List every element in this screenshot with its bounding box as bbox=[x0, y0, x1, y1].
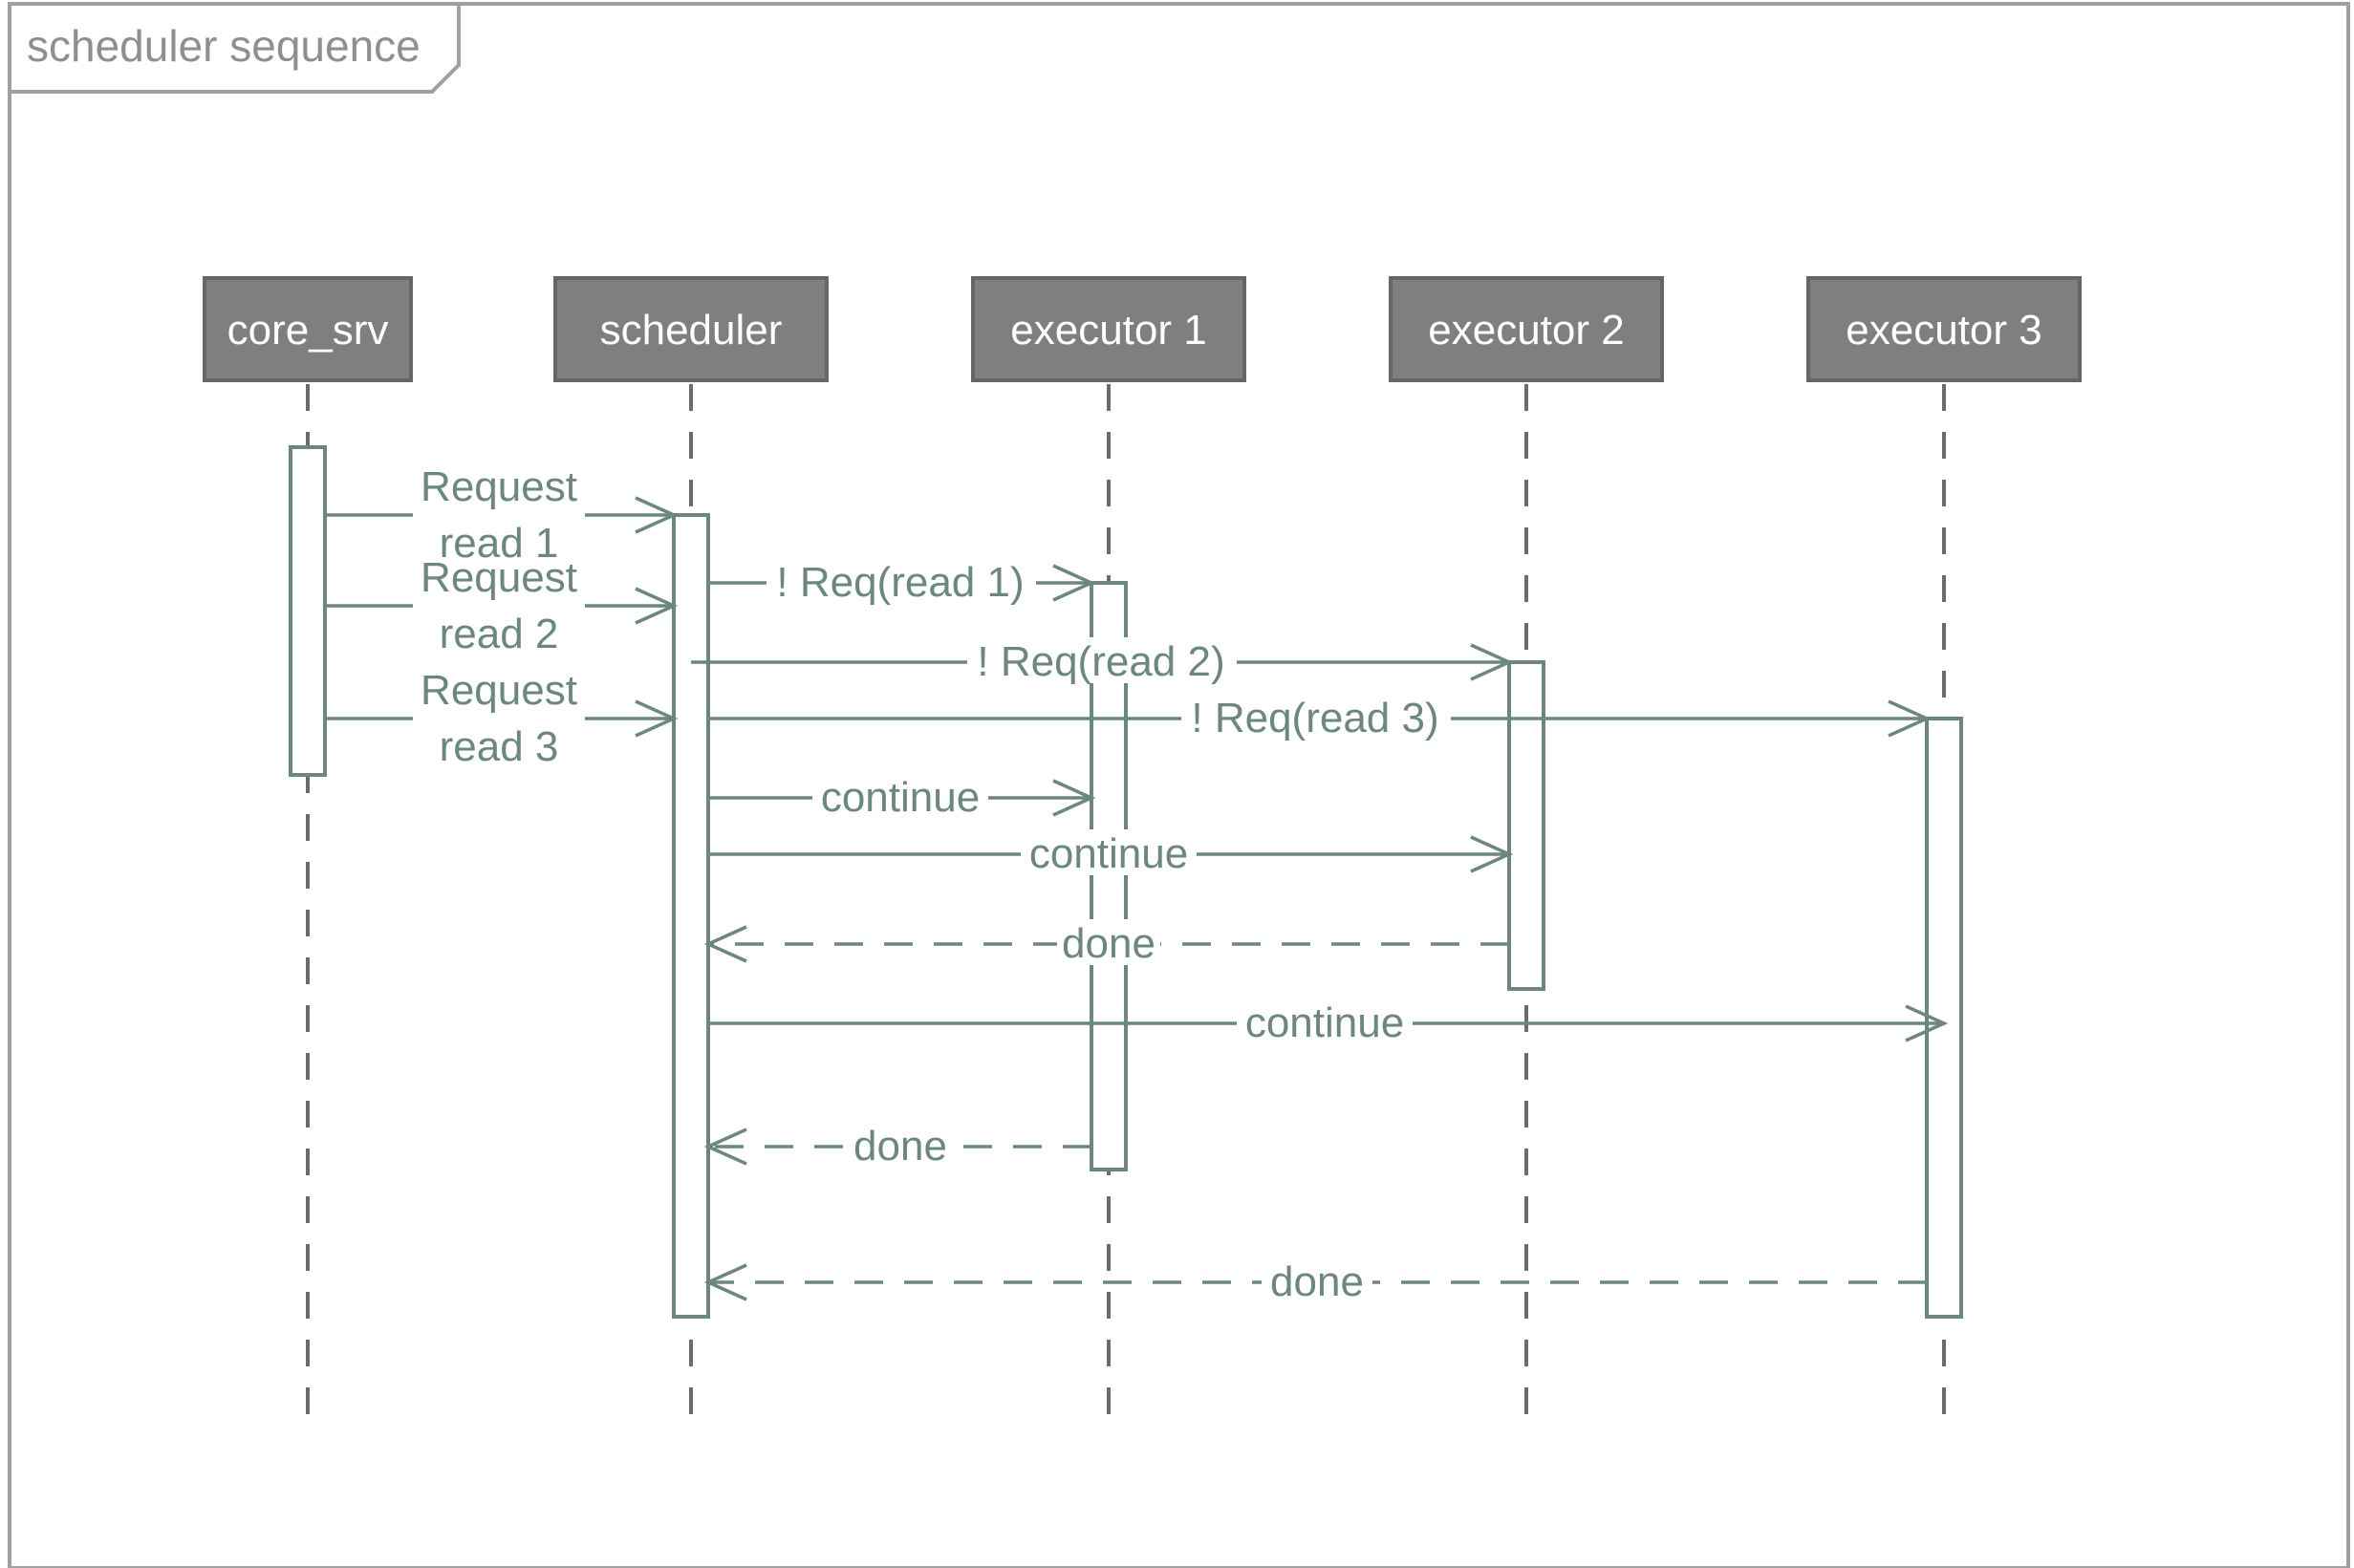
frame-title-tab bbox=[8, 2, 461, 94]
message-label: continue bbox=[1029, 830, 1188, 877]
message-label-line-2: read 2 bbox=[440, 611, 559, 657]
arrowhead-icon bbox=[1470, 835, 1514, 873]
diagram-frame bbox=[8, 2, 2350, 1568]
label-backing bbox=[413, 569, 585, 657]
arrowhead-icon bbox=[1052, 779, 1096, 817]
participant-executor-1: executor 1 bbox=[971, 276, 1246, 382]
participant-label: executor 3 bbox=[1846, 307, 2041, 354]
message-label: continue bbox=[1245, 999, 1404, 1046]
message-label: continue bbox=[821, 774, 980, 821]
activation-executor-2 bbox=[1507, 660, 1545, 991]
participant-label: executor 2 bbox=[1428, 307, 1624, 354]
message-label-line-2: read 3 bbox=[440, 723, 559, 770]
arrowhead-icon bbox=[635, 587, 679, 625]
message-label-line-1: Request bbox=[421, 554, 577, 601]
message-request-read-2: Request read 2 bbox=[325, 554, 679, 657]
label-backing bbox=[812, 773, 988, 819]
participant-scheduler: scheduler bbox=[553, 276, 829, 382]
message-label: done bbox=[853, 1123, 947, 1170]
message-label: ! Req(read 3) bbox=[1191, 695, 1438, 741]
participant-box bbox=[971, 276, 1246, 382]
label-backing bbox=[967, 637, 1237, 683]
message-done-executor-3: done bbox=[703, 1257, 1927, 1305]
label-backing bbox=[1181, 694, 1451, 740]
arrowhead-icon bbox=[635, 496, 679, 534]
message-label: ! Req(read 2) bbox=[977, 638, 1224, 685]
label-backing bbox=[413, 665, 585, 772]
label-backing bbox=[413, 461, 585, 568]
arrowhead-icon bbox=[703, 1128, 747, 1166]
label-backing bbox=[1057, 919, 1160, 965]
participant-box bbox=[1389, 276, 1664, 382]
arrowhead-icon bbox=[703, 1263, 747, 1301]
participant-executor-3: executor 3 bbox=[1806, 276, 2082, 382]
message-req-read-1: ! Req(read 1) bbox=[708, 558, 1096, 606]
arrowhead-icon bbox=[635, 699, 679, 738]
arrowhead-icon bbox=[1470, 643, 1514, 681]
label-backing bbox=[767, 558, 1036, 604]
message-label-line-2: read 1 bbox=[440, 520, 559, 567]
participant-label: core_srv bbox=[227, 307, 389, 354]
message-done-executor-2: done bbox=[703, 919, 1509, 967]
message-done-executor-1: done bbox=[703, 1122, 1091, 1170]
frame-title: scheduler sequence bbox=[27, 21, 421, 71]
arrowhead-icon bbox=[703, 925, 747, 963]
message-request-read-3: Request read 3 bbox=[325, 665, 679, 772]
activation-scheduler bbox=[672, 513, 710, 1319]
message-req-read-3: ! Req(read 3) bbox=[708, 694, 1932, 741]
participant-label: executor 1 bbox=[1010, 307, 1206, 354]
label-backing bbox=[1237, 999, 1413, 1044]
participant-box bbox=[553, 276, 829, 382]
label-backing bbox=[1021, 829, 1197, 875]
message-label: ! Req(read 1) bbox=[776, 559, 1024, 606]
message-request-read-1: Request read 1 bbox=[325, 461, 679, 568]
arrowhead-icon bbox=[1888, 699, 1932, 738]
message-continue-executor-2: continue bbox=[708, 829, 1514, 877]
participant-label: scheduler bbox=[600, 307, 783, 354]
message-label: done bbox=[1270, 1258, 1364, 1305]
label-backing bbox=[1262, 1257, 1372, 1303]
arrowhead-icon bbox=[1905, 1004, 1949, 1042]
message-continue-executor-1: continue bbox=[708, 773, 1096, 821]
message-continue-executor-3: continue bbox=[708, 999, 1949, 1046]
participant-box bbox=[1806, 276, 2082, 382]
participant-box bbox=[203, 276, 413, 382]
message-label-line-1: Request bbox=[421, 463, 577, 510]
message-label: done bbox=[1062, 920, 1155, 967]
arrowhead-icon bbox=[1052, 564, 1096, 602]
message-req-read-2: ! Req(read 2) bbox=[691, 637, 1514, 685]
participant-core-srv: core_srv bbox=[203, 276, 413, 382]
label-backing bbox=[845, 1122, 956, 1168]
message-label-line-1: Request bbox=[421, 667, 577, 714]
participant-executor-2: executor 2 bbox=[1389, 276, 1664, 382]
activation-core-srv bbox=[289, 445, 327, 777]
